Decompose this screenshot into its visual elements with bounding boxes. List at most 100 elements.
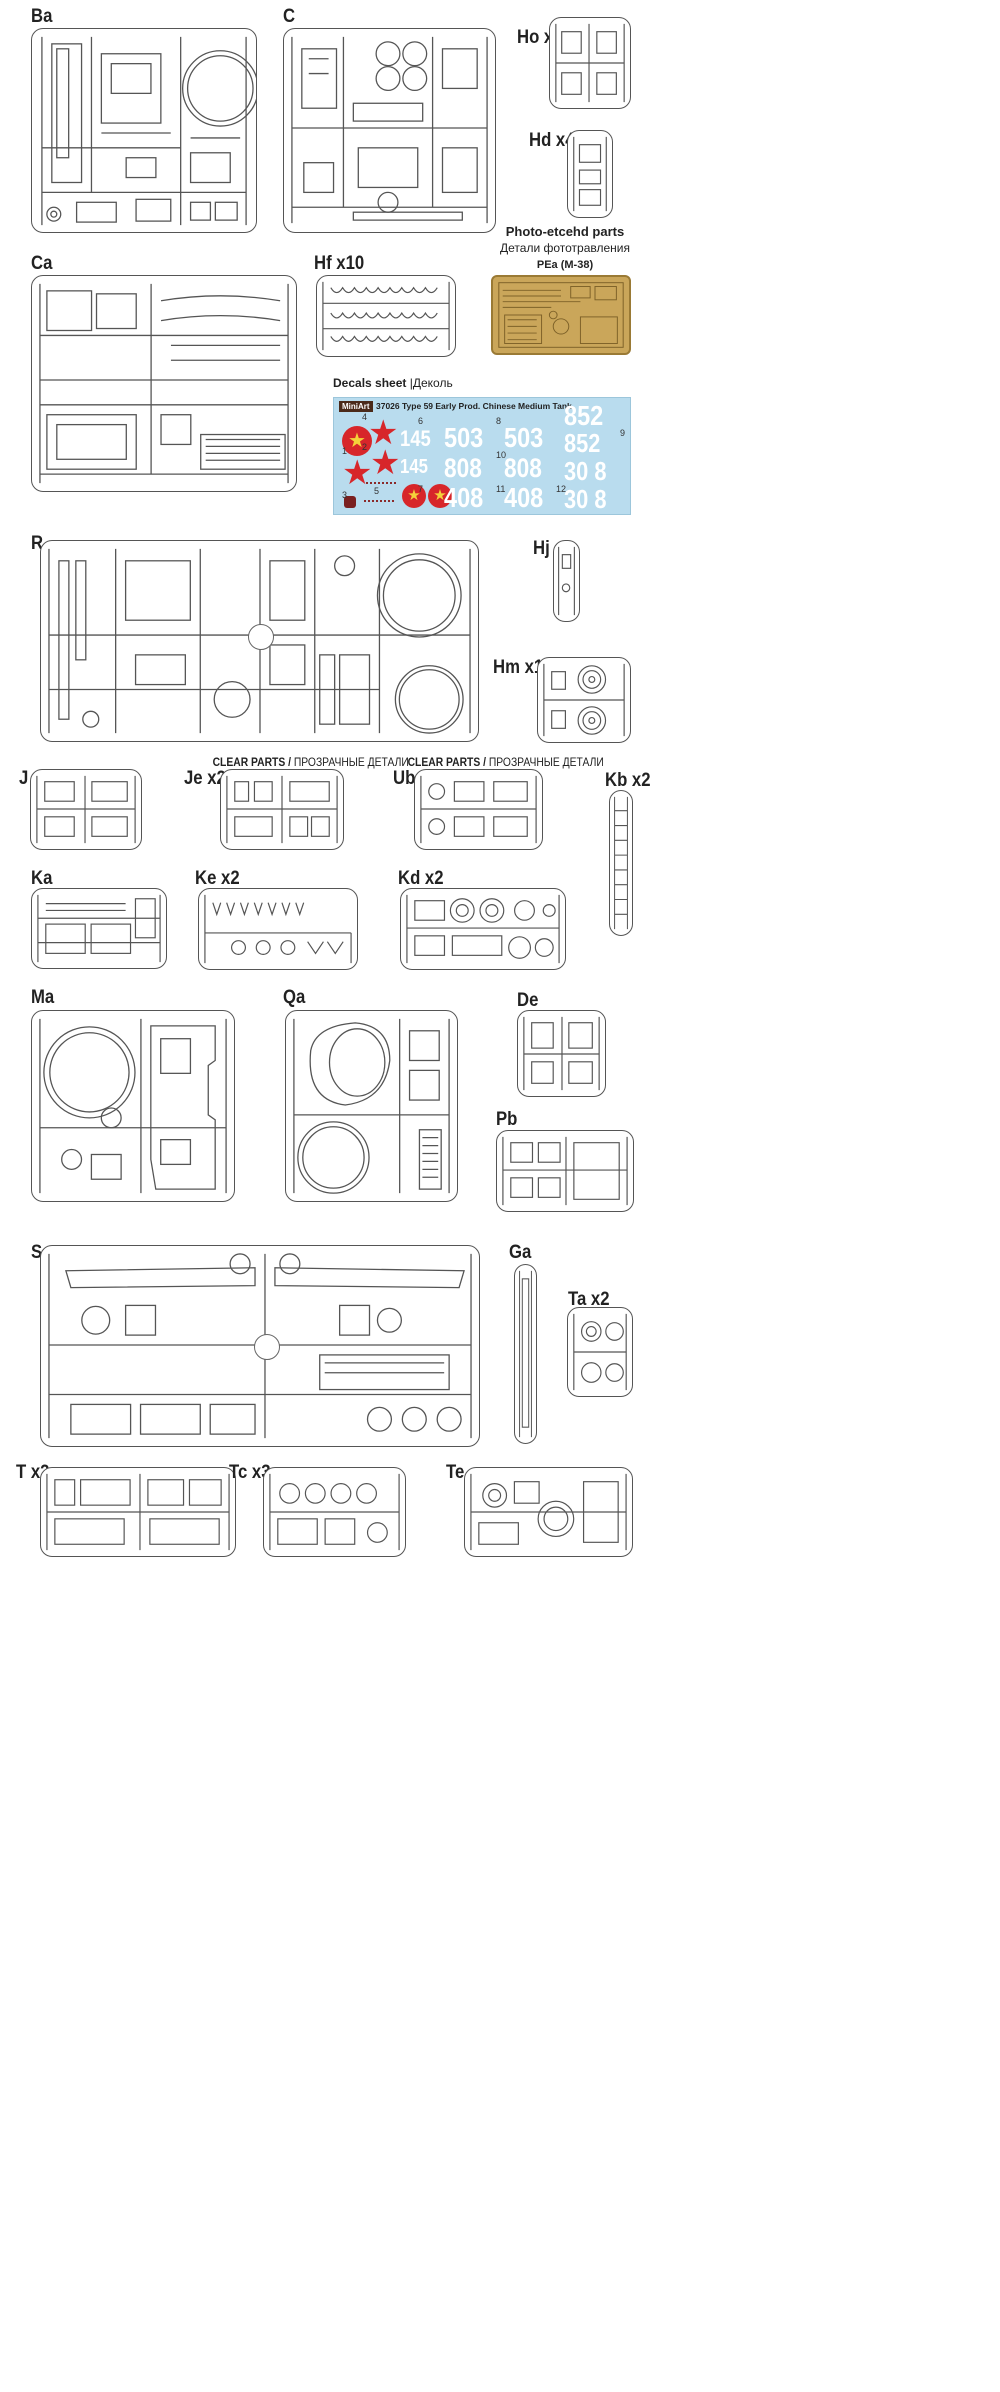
label-Ga: Ga [509, 1242, 532, 1263]
sprue-R [40, 540, 479, 742]
sprue-gate-marker [254, 1334, 280, 1360]
label-Je: Je x2 [184, 768, 226, 789]
sprue-Ub-drawing [420, 775, 537, 844]
sprue-Ka [31, 888, 167, 969]
sprue-Ke-drawing [204, 894, 352, 964]
sprue-gate-marker [248, 624, 274, 650]
sprue-Qa-drawing [293, 1018, 450, 1194]
sprue-Ho-drawing [555, 23, 625, 103]
label-Pb: Pb [496, 1109, 518, 1130]
clear-parts-caption-ub: CLEAR PARTS / ПРОЗРАЧНЫЕ ДЕТАЛИ [407, 755, 604, 769]
decal-star-roundel: ★ [428, 484, 452, 508]
sprue-Tc [263, 1467, 406, 1557]
sprue-Hf-drawing [322, 281, 450, 351]
decal-title-separator: | [409, 376, 413, 390]
decal-sheet: MiniArt 37026 Type 59 Early Prod. Chines… [333, 397, 631, 515]
decal-number-808: 808 [504, 453, 542, 483]
decal-index: 6 [418, 416, 424, 426]
label-Tc: Tc x3 [229, 1462, 271, 1483]
label-C: C [283, 6, 296, 27]
sprue-T [40, 1467, 236, 1557]
sprue-Hd [567, 130, 613, 218]
label-Hd: Hd x4 [529, 130, 575, 151]
photo-etched-fret [491, 275, 631, 355]
sprue-Kb-drawing [614, 796, 628, 930]
sprue-Kd-drawing [406, 894, 560, 964]
sprue-Hm-drawing [543, 663, 625, 737]
decal-number-145: 145 [400, 426, 431, 451]
decal-title: Decals sheet |Деколь [333, 376, 453, 390]
decal-brand-logo: MiniArt [339, 401, 373, 412]
photo-etched-fret-drawing [498, 282, 624, 348]
sprue-Pb-drawing [502, 1136, 628, 1206]
sprue-Ca-drawing [39, 283, 289, 484]
decal-number-408: 408 [444, 482, 484, 513]
sprue-Qa [285, 1010, 458, 1202]
sprue-Hm [537, 657, 631, 743]
label-Kb: Kb x2 [605, 770, 651, 791]
decal-number-308: 30 8 [564, 484, 607, 514]
sprue-Hd-drawing [573, 136, 607, 212]
sprue-J [30, 769, 142, 850]
label-Ba: Ba [31, 6, 53, 27]
sprue-Je [220, 769, 344, 850]
clear-parts-en: CLEAR PARTS [212, 755, 286, 769]
decal-number-852: 852 [564, 400, 604, 431]
decal-index: 12 [556, 484, 567, 494]
label-Ka: Ka [31, 868, 53, 889]
label-Ub: Ub [393, 768, 416, 789]
decal-kit-title: 37026 Type 59 Early Prod. Chinese Medium… [376, 401, 572, 411]
sprue-Ho [549, 17, 631, 109]
decal-number-308: 30 8 [564, 456, 607, 486]
label-Hf: Hf x10 [314, 253, 365, 274]
label-Ke: Ke x2 [195, 868, 240, 889]
label-Te: Te [446, 1462, 465, 1483]
sprue-Ca [31, 275, 297, 492]
label-Kd: Kd x2 [398, 868, 444, 889]
decal-star-roundel: ★ [342, 426, 372, 456]
decal-star: ★ [342, 454, 373, 492]
label-S: S [31, 1242, 43, 1263]
label-De: De [517, 990, 539, 1011]
decal-number-145: 145 [400, 456, 429, 478]
sprue-Ub [414, 769, 543, 850]
sprue-Kd [400, 888, 566, 970]
sprue-Tc-drawing [269, 1473, 400, 1551]
sprue-S [40, 1245, 480, 1447]
sprue-Ta [567, 1307, 633, 1397]
decal-index: 7 [418, 484, 424, 494]
pe-title-ru: Детали фототравления [500, 241, 630, 255]
sprue-Ba [31, 28, 257, 233]
sprue-Ba-drawing [41, 36, 256, 226]
decal-small-markings [366, 472, 396, 484]
label-Ca: Ca [31, 253, 53, 274]
decal-index: 1 [342, 446, 348, 456]
decal-star: ★ [370, 444, 401, 482]
label-J: J [19, 768, 29, 789]
clear-parts-ru: ПРОЗРАЧНЫЕ ДЕТАЛИ [488, 755, 604, 769]
sprue-Hf [316, 275, 456, 357]
sprue-Te-drawing [470, 1473, 627, 1551]
sprue-Je-drawing [226, 775, 338, 844]
label-Ta: Ta x2 [568, 1289, 610, 1310]
sprue-Hj-drawing [558, 546, 575, 616]
sprue-Ta-drawing [573, 1313, 627, 1391]
decal-index: 4 [362, 412, 368, 422]
label-Ma: Ma [31, 987, 55, 1008]
decal-index: 11 [496, 484, 506, 494]
sprue-Ma [31, 1010, 235, 1202]
sprue-Ma-drawing [39, 1018, 227, 1194]
decal-number-808: 808 [444, 453, 482, 483]
decal-index: 10 [496, 450, 507, 460]
sprue-Ka-drawing [37, 894, 161, 963]
decal-index: 8 [496, 416, 502, 426]
sprue-Te [464, 1467, 633, 1557]
sprue-Pb [496, 1130, 634, 1212]
clear-parts-ru: ПРОЗРАЧНЫЕ ДЕТАЛИ [293, 755, 409, 769]
decal-index: 5 [374, 486, 380, 496]
clear-parts-en: CLEAR PARTS [407, 755, 481, 769]
decal-number-503: 503 [504, 422, 544, 453]
decal-title-en: Decals sheet [333, 376, 407, 390]
sprue-Ga [514, 1264, 537, 1444]
decal-number-503: 503 [444, 422, 484, 453]
